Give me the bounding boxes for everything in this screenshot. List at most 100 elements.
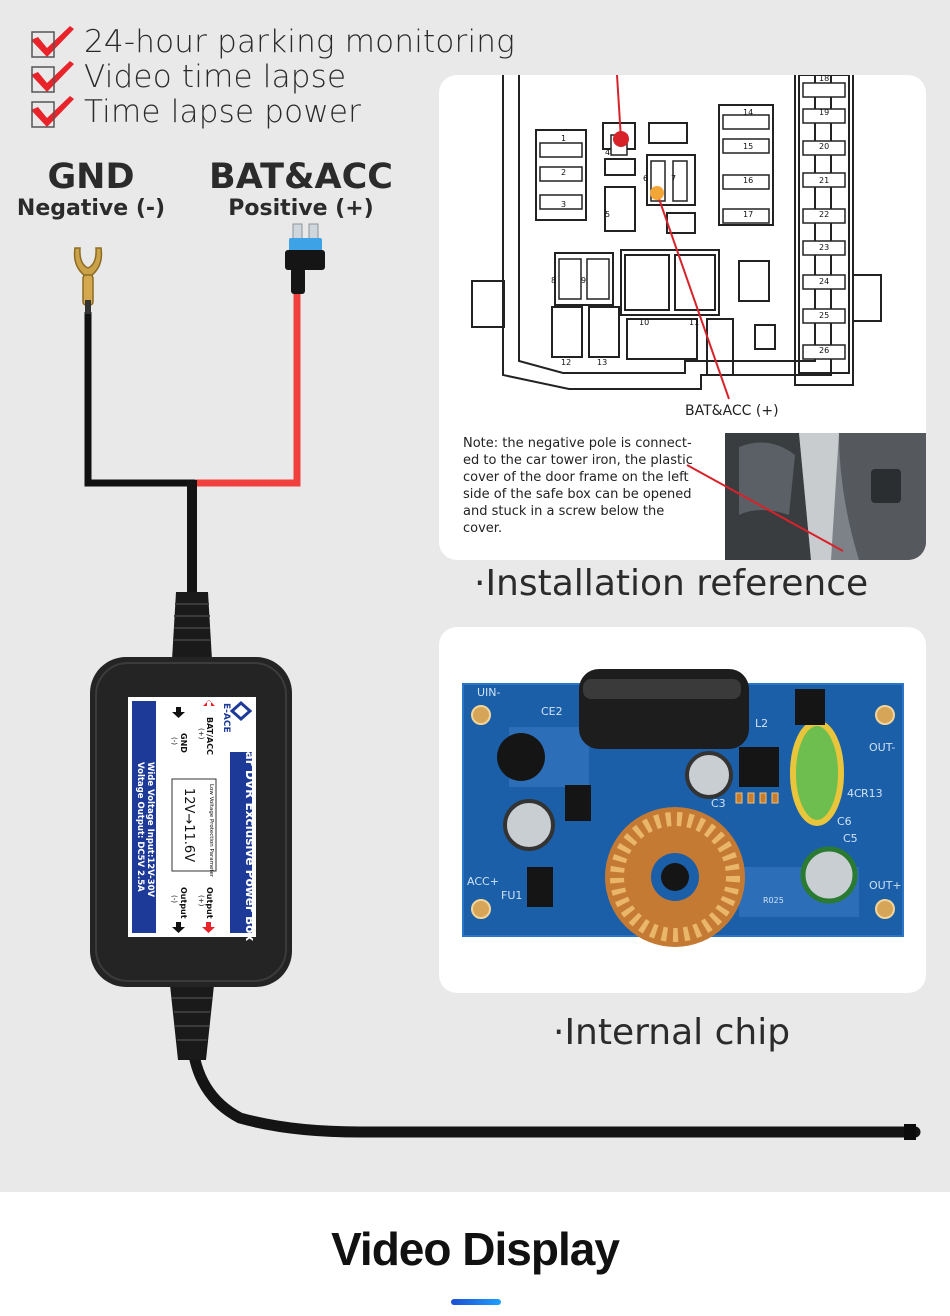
fuse-number: 5 — [605, 210, 610, 219]
gnd-label: GND Negative (-) — [14, 158, 168, 222]
feature-label: Video time lapse — [84, 58, 347, 95]
strain-relief-top — [172, 592, 212, 660]
fuse-box-diagram: 1 2 3 4 5 6 7 8 9 10 11 12 13 14 15 16 1… — [471, 75, 926, 560]
fuse-number: 1 — [561, 134, 566, 143]
installation-caption: ·Installation reference — [474, 563, 869, 604]
capacitor-small — [685, 751, 733, 799]
fuse-number: 19 — [819, 108, 829, 117]
pcb-label: R025 — [763, 896, 784, 905]
fuse-number: 2 — [561, 168, 566, 177]
fuse-numbers: 1 2 3 4 5 6 7 8 9 10 11 12 13 14 15 16 1… — [551, 75, 829, 367]
spec-input: Wide Voltage Input:12V-30V — [145, 762, 155, 898]
in-arrow-icon — [203, 700, 215, 706]
output-plug — [904, 1124, 916, 1140]
param-value: 12V→11.6V — [181, 788, 196, 862]
fuse-number: 14 — [743, 108, 753, 117]
fuse-number: 3 — [561, 200, 566, 209]
red-check-icon — [31, 61, 74, 93]
fuse-number: 7 — [671, 174, 676, 183]
gnd-wire — [84, 312, 196, 596]
red-check-icon — [31, 96, 74, 128]
pointer-line — [616, 75, 622, 140]
inductor-cap — [497, 733, 545, 781]
pcb-illustration: UIN- CE2 L2 OUT- C3 R13 4C C6 C5 ACC+ FU… — [462, 669, 904, 947]
pcb-label: OUT+ — [869, 879, 902, 892]
pcb-label: UIN- — [477, 686, 501, 699]
power-box-brand: E-ACE — [221, 703, 231, 733]
gnd-subtitle: Negative (-) — [16, 196, 166, 221]
wiring-illustration: Car DVR Exclusive Power Box E-ACE BAT/AC… — [73, 223, 921, 1140]
feature-list: 24-hour parking monitoring Video time la… — [28, 23, 515, 130]
fuse-marker-orange — [650, 186, 664, 200]
pcb-labels: UIN- CE2 L2 OUT- C3 R13 4C C6 C5 ACC+ FU… — [467, 686, 902, 905]
spade-terminal-icon — [73, 247, 103, 314]
pcb-label: C6 — [837, 815, 852, 828]
out-neg-sign: (-) — [170, 895, 178, 903]
gnd-title: GND — [47, 157, 135, 197]
power-box-gnd: GND — [179, 733, 188, 753]
pcb-label: OUT- — [869, 741, 895, 754]
capacitor-small — [503, 799, 555, 851]
fuse-number: 25 — [819, 311, 829, 320]
out-neg: Output — [179, 887, 188, 919]
feature-label: Time lapse power — [84, 93, 362, 130]
bat-title: BAT&ACC — [209, 157, 393, 197]
chip-caption: ·Internal chip — [553, 1012, 791, 1053]
section-title: Video Display — [331, 1223, 620, 1275]
fuse-number: 8 — [551, 276, 556, 285]
out-pos-sign: (+) — [197, 895, 205, 907]
feature-item: 24-hour parking monitoring — [28, 23, 515, 60]
fuse-number: 12 — [561, 358, 571, 367]
product-hero: 24-hour parking monitoring Video time la… — [0, 0, 950, 1192]
car-door-photo — [725, 433, 926, 560]
fuse-number: 15 — [743, 142, 753, 151]
power-box-in-pos-sign: (+) — [197, 728, 205, 740]
bat-subtitle: Positive (+) — [228, 196, 374, 221]
feature-item: Video time lapse — [28, 58, 515, 95]
spec-output: Voltage Output: DC5V 2.5A — [135, 762, 145, 892]
pcb-label: C3 — [711, 797, 726, 810]
power-box-gnd-sign: (-) — [170, 737, 178, 745]
output-cable — [186, 954, 921, 1138]
fuse-number: 4 — [605, 148, 610, 157]
fuse-number: 13 — [597, 358, 607, 367]
fuse-number: 6 — [643, 174, 648, 183]
fuse-number: 23 — [819, 243, 829, 252]
installation-note: Note: the negative pole is connect- ed t… — [463, 436, 693, 536]
power-box-product: Car DVR Exclusive Power Box — [243, 743, 257, 942]
pcb-label: L2 — [755, 717, 768, 730]
fuse-tap-icon — [285, 223, 325, 294]
e-ace-logo-icon — [229, 700, 253, 722]
capacitor-green — [800, 846, 858, 904]
inductor-yellow — [790, 720, 844, 826]
feature-label: 24-hour parking monitoring — [84, 23, 515, 60]
pcb-label: ACC+ — [467, 875, 499, 888]
pcb-label: CE2 — [541, 705, 563, 718]
out-neg-arrow-icon — [172, 922, 185, 933]
feature-item: Time lapse power — [28, 93, 515, 130]
pointer-line — [656, 192, 730, 400]
strain-relief-bottom — [170, 985, 214, 1060]
pcb-label: C5 — [843, 832, 858, 845]
fuse-number: 11 — [689, 318, 699, 327]
toroid-inductor — [605, 807, 745, 947]
fuse-number: 26 — [819, 346, 829, 355]
red-check-icon — [31, 26, 74, 58]
bat-label: BAT&ACC Positive (+) — [208, 158, 394, 222]
fuse-number: 18 — [819, 75, 829, 83]
title-underline — [451, 1299, 501, 1305]
out-pos: Output — [205, 887, 214, 919]
fuse-number: 22 — [819, 210, 829, 219]
bat-wire — [196, 290, 301, 487]
fuse-number: 9 — [581, 276, 586, 285]
fuse-number: 17 — [743, 210, 753, 219]
pcb-label: FU1 — [501, 889, 522, 902]
pointer-line — [686, 464, 844, 552]
out-pos-arrow-icon — [202, 922, 215, 933]
fuse-number: 21 — [819, 176, 829, 185]
fuse-number: 24 — [819, 277, 829, 286]
power-box-in-pos: BAT/ACC — [205, 717, 214, 755]
pcb-label: 4C — [847, 787, 862, 800]
fuse-number: 20 — [819, 142, 829, 151]
bat-acc-label: BAT&ACC (+) — [685, 403, 779, 419]
